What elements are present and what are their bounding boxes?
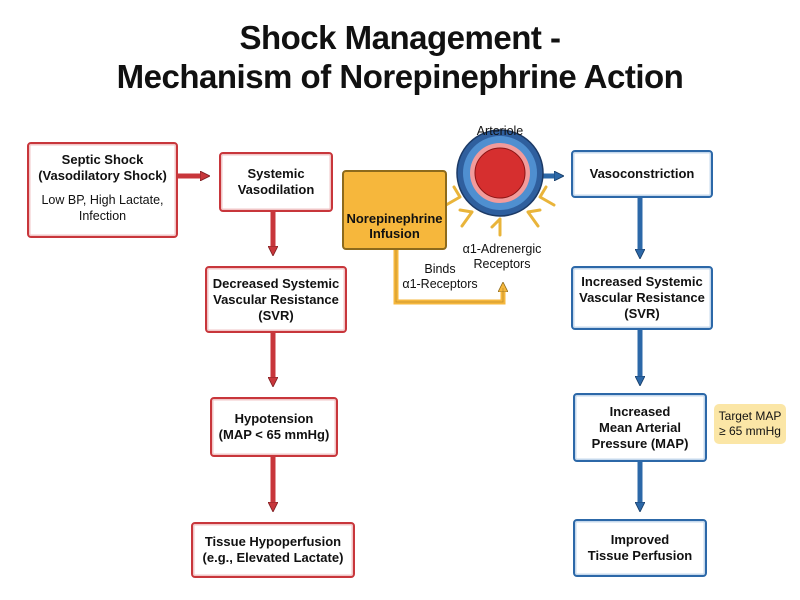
hypotension-box: Hypotension (MAP < 65 mmHg) [210,397,338,457]
septic-shock-box: Septic Shock (Vasodilatory Shock) Low BP… [27,142,178,238]
tissue-hypoperfusion-box: Tissue Hypoperfusion (e.g., Elevated Lac… [191,522,355,578]
septic-shock-detail: Low BP, High Lactate, Infection [41,193,164,223]
improved-perfusion-box: Improved Tissue Perfusion [573,519,707,577]
alpha1-receptors-label: α1-Adrenergic Receptors [462,242,542,271]
target-map-badge: Target MAP ≥ 65 mmHg [714,404,786,444]
systemic-vasodilation-box: Systemic Vasodilation [219,152,333,212]
increased-svr-box: Increased Systemic Vascular Resistance (… [571,266,713,330]
binds-receptors-label: Binds α1-Receptors [402,262,478,291]
arteriole-illustration [444,129,556,237]
alpha1-receptors [444,185,556,237]
red-arrows [178,176,273,508]
increased-map-box: Increased Mean Arterial Pressure (MAP) [573,393,707,462]
decreased-svr-box: Decreased Systemic Vascular Resistance (… [205,266,347,333]
septic-shock-title: Septic Shock [61,152,144,167]
vasoconstriction-box: Vasoconstriction [571,150,713,198]
norepinephrine-infusion-box: Norepinephrine Infusion [342,170,447,250]
title-line-1: Shock Management - [239,19,561,56]
arteriole-label: Arteriole [476,124,524,138]
diagram-title: Shock Management - Mechanism of Norepine… [0,18,800,96]
septic-shock-subtitle: (Vasodilatory Shock) [38,168,167,183]
title-line-2: Mechanism of Norepinephrine Action [116,58,684,95]
